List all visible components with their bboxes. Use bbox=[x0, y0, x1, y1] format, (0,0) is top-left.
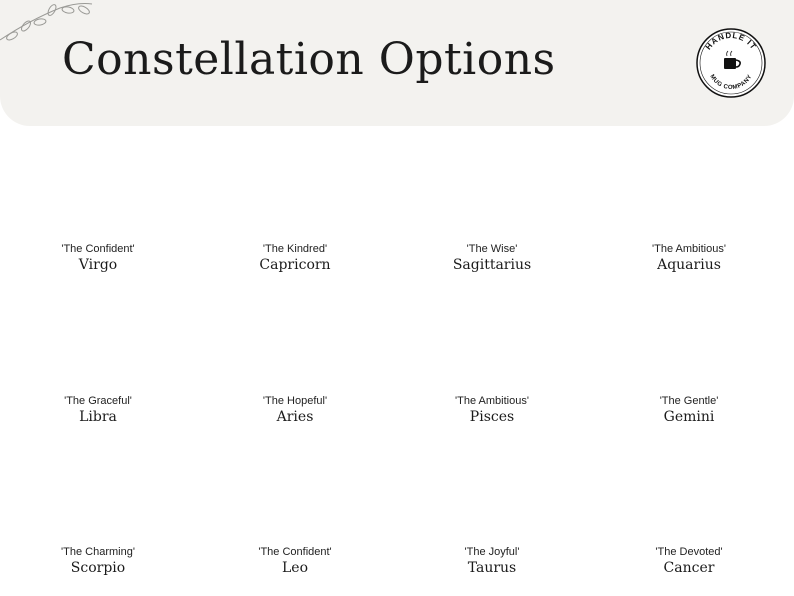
constellation-name: Leo bbox=[281, 560, 308, 576]
constellation-card-scorpio: 'The Charming' Scorpio bbox=[0, 429, 196, 579]
constellation-nickname: 'The Ambitious' bbox=[652, 243, 726, 255]
constellation-diagram bbox=[0, 429, 196, 543]
constellation-nickname: 'The Kindred' bbox=[262, 243, 328, 255]
constellation-name: Scorpio bbox=[70, 560, 126, 576]
constellation-diagram bbox=[591, 278, 787, 392]
constellation-name: Virgo bbox=[78, 257, 118, 273]
constellation-card-libra: 'The Graceful' Libra bbox=[0, 278, 196, 428]
constellation-diagram bbox=[394, 429, 590, 543]
constellation-card-gemini: 'The Gentle' Gemini bbox=[591, 278, 787, 428]
constellation-name: Sagittarius bbox=[452, 257, 532, 273]
header-banner: Constellation Options HANDLE IT MUG COMP… bbox=[0, 0, 794, 126]
page-title: Constellation Options bbox=[62, 34, 556, 85]
constellation-name: Libra bbox=[79, 409, 117, 425]
constellation-card-aries: 'The Hopeful' Aries bbox=[197, 278, 393, 428]
constellation-nickname: 'The Gentle' bbox=[659, 395, 719, 407]
constellation-name: Aries bbox=[276, 409, 314, 425]
constellation-nickname: 'The Wise' bbox=[466, 243, 518, 255]
constellation-name: Pisces bbox=[469, 409, 515, 425]
constellation-nickname: 'The Devoted' bbox=[655, 546, 723, 558]
constellation-card-capricorn: 'The Kindred' Capricorn bbox=[197, 126, 393, 276]
constellation-diagram bbox=[394, 126, 590, 240]
brand-logo: HANDLE IT MUG COMPANY bbox=[696, 28, 766, 98]
constellation-nickname: 'The Joyful' bbox=[464, 546, 520, 558]
constellation-name: Aquarius bbox=[657, 257, 721, 273]
constellation-diagram bbox=[0, 126, 196, 240]
constellation-card-virgo: 'The Confident' Virgo bbox=[0, 126, 196, 276]
constellation-nickname: 'The Hopeful' bbox=[262, 395, 328, 407]
constellation-nickname: 'The Graceful' bbox=[64, 395, 132, 407]
constellation-card-sagittarius: 'The Wise' Sagittarius bbox=[394, 126, 590, 276]
constellation-diagram bbox=[0, 278, 196, 392]
constellation-diagram bbox=[591, 126, 787, 240]
constellation-card-pisces: 'The Ambitious' Pisces bbox=[394, 278, 590, 428]
constellation-name: Capricorn bbox=[259, 257, 331, 273]
constellation-diagram bbox=[197, 278, 393, 392]
constellation-nickname: 'The Confident' bbox=[258, 546, 332, 558]
constellation-diagram bbox=[197, 429, 393, 543]
constellation-card-leo: 'The Confident' Leo bbox=[197, 429, 393, 579]
constellation-nickname: 'The Charming' bbox=[61, 546, 135, 558]
constellation-card-aquarius: 'The Ambitious' Aquarius bbox=[591, 126, 787, 276]
constellation-name: Gemini bbox=[663, 409, 715, 425]
constellation-name: Cancer bbox=[663, 560, 715, 576]
constellation-nickname: 'The Confident' bbox=[61, 243, 135, 255]
constellation-grid: 'The Confident' Virgo 'The Kindred' Caprico… bbox=[0, 126, 794, 596]
constellation-diagram bbox=[197, 126, 393, 240]
constellation-card-taurus: 'The Joyful' Taurus bbox=[394, 429, 590, 579]
constellation-diagram bbox=[394, 278, 590, 392]
constellation-diagram bbox=[591, 429, 787, 543]
leaf-sprig-icon bbox=[0, 3, 93, 41]
constellation-card-cancer: 'The Devoted' Cancer bbox=[591, 429, 787, 579]
constellation-name: Taurus bbox=[467, 560, 517, 576]
mug-icon bbox=[724, 50, 741, 69]
constellation-nickname: 'The Ambitious' bbox=[455, 395, 529, 407]
